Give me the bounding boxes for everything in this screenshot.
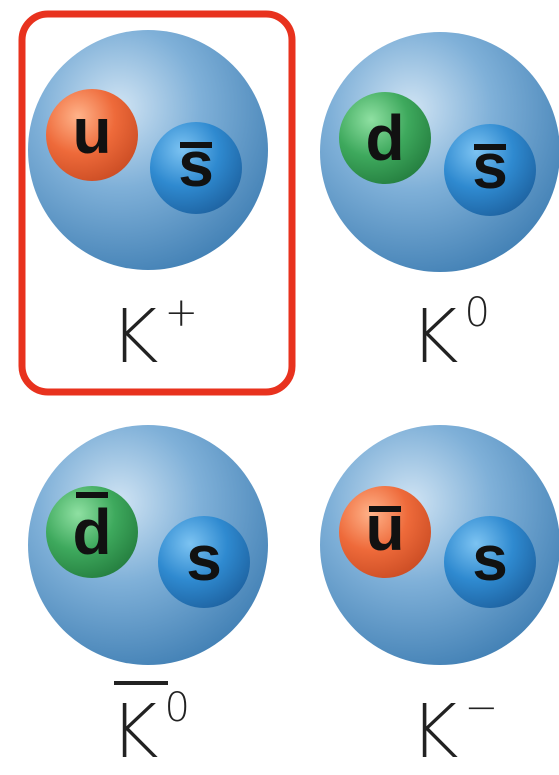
quark-letter: d (72, 496, 111, 568)
particle-charge: − (464, 685, 499, 731)
antiquark-bar (474, 144, 506, 150)
antiparticle-overline (114, 681, 168, 685)
quark-d: d (339, 92, 431, 184)
quark-letter: u (365, 492, 404, 564)
quark-sphere (339, 92, 431, 184)
quark-letter: s (472, 522, 508, 594)
particle-symbol: K (410, 689, 459, 775)
quark-sphere (444, 516, 536, 608)
antiquark-bar (76, 492, 108, 498)
particle-label-k-plus: K+ (110, 293, 198, 374)
antiquark-bar (369, 506, 401, 512)
quark-sphere (158, 516, 250, 608)
quark-sphere (444, 124, 536, 216)
particle-symbol: K (410, 294, 459, 380)
quark-s: s (444, 516, 536, 608)
quark-s: s (158, 516, 250, 608)
particle-symbol: K (110, 689, 159, 775)
particle-label-k-minus: K− (410, 688, 498, 769)
quark-u: u (46, 89, 138, 181)
quark-letter: s (178, 128, 214, 200)
quark-letter: s (472, 130, 508, 202)
quark-sphere (339, 486, 431, 578)
quark-letter: s (186, 522, 222, 594)
quark-sphere (150, 122, 242, 214)
quark-sphere (46, 89, 138, 181)
quark-anti-s: s (150, 122, 242, 214)
quark-sphere (46, 486, 138, 578)
highlight-box (18, 10, 296, 396)
quark-anti-s: s (444, 124, 536, 216)
quark-anti-d: d (46, 486, 138, 578)
quark-anti-u: u (339, 486, 431, 578)
particle-symbol: K (110, 294, 159, 380)
quark-letter: u (72, 95, 111, 167)
antiquark-bar (180, 142, 212, 148)
particle-charge: 0 (164, 685, 190, 731)
particle-charge: 0 (464, 290, 490, 336)
particle-charge: + (164, 290, 199, 336)
quark-letter: d (365, 102, 404, 174)
